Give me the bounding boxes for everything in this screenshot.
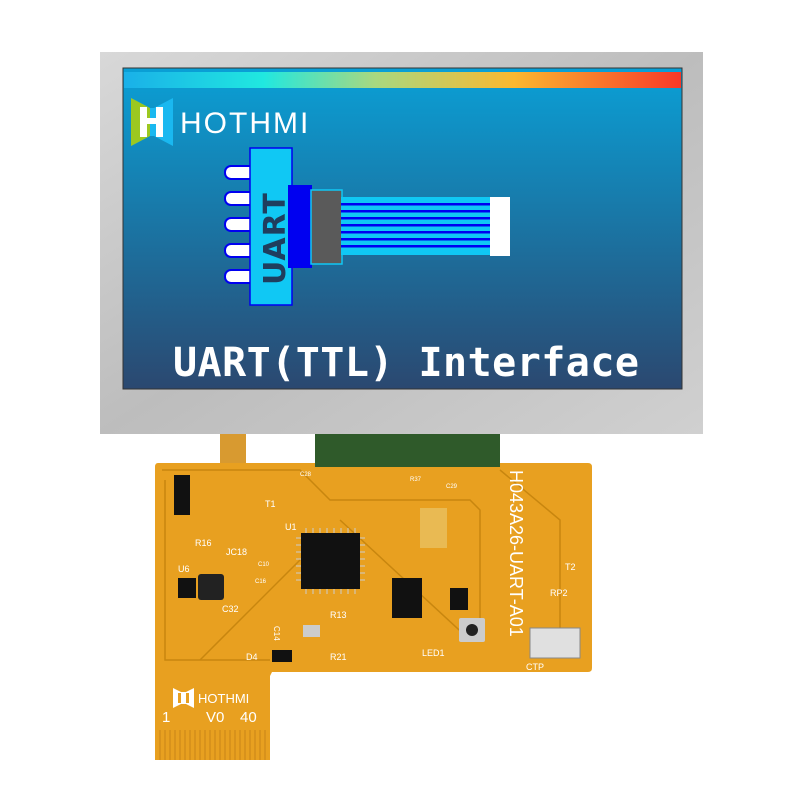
rainbow-bar [124, 72, 681, 88]
hothmi-logo-icon [131, 98, 173, 146]
flex-logo-text: HOTHMI [198, 691, 249, 706]
chip-u6 [178, 578, 196, 598]
uart-graphic-label: UART [258, 192, 293, 285]
label-rp2: RP2 [550, 588, 568, 598]
label-r13: R13 [330, 610, 347, 620]
flex-version: V0 [206, 709, 224, 726]
mcu-pins [296, 528, 365, 594]
label-c14: C14 [272, 626, 281, 641]
chip-u2 [450, 588, 468, 610]
pcb-board [155, 463, 592, 760]
inductor-l3 [198, 574, 224, 600]
uart-connector-graphic [224, 147, 510, 306]
panel-fpc [315, 430, 500, 470]
label-u1: U1 [285, 522, 297, 532]
label-c29: C29 [446, 484, 458, 490]
fpc-gold-pads [420, 508, 447, 548]
label-c32: C32 [222, 604, 239, 614]
label-ctp: CTP [526, 662, 544, 672]
label-c28: C28 [300, 472, 312, 478]
flex-pin40: 40 [240, 709, 257, 726]
label-r16: R16 [195, 538, 212, 548]
diode-d4 [174, 475, 190, 515]
label-led1: LED1 [422, 648, 445, 658]
mcu-chip-u1 [301, 533, 360, 589]
label-t1: T1 [265, 499, 276, 509]
label-c10: C10 [258, 562, 270, 568]
label-d2: D4 [246, 652, 258, 662]
diode-d2 [272, 650, 292, 662]
flex-pin1: 1 [162, 709, 170, 726]
ctp-connector [529, 627, 581, 659]
flex-hothmi-logo-icon [173, 688, 194, 708]
label-c16: C16 [255, 579, 267, 585]
crystal-y1 [303, 625, 320, 637]
flex-tail-traces [159, 730, 266, 760]
label-u6: U6 [178, 564, 190, 574]
label-r37: R37 [410, 477, 422, 483]
screen-title: UART(TTL) Interface [173, 340, 639, 386]
label-jc18: JC18 [226, 547, 247, 557]
label-t2: T2 [565, 562, 576, 572]
flash-chip-u3 [392, 578, 422, 618]
logo-text: HOTHMI [180, 107, 310, 140]
pcb-model-label: H043A26-UART-A01 [506, 470, 526, 637]
label-r21: R21 [330, 652, 347, 662]
